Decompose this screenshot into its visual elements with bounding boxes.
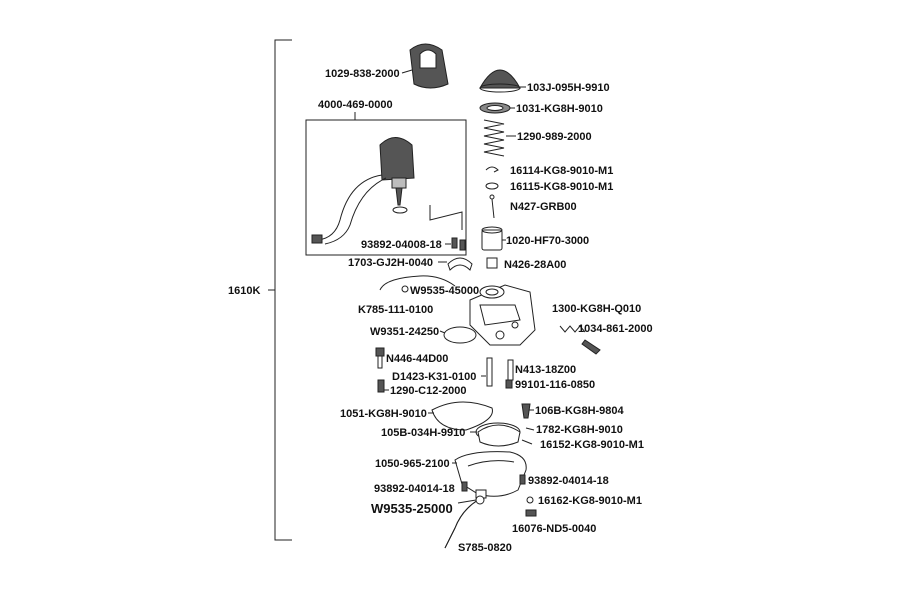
label-S785-0820: S785-0820 xyxy=(458,542,512,554)
label-N413-18Z00: N413-18Z00 xyxy=(515,364,576,376)
label-1029-838-2000: 1029-838-2000 xyxy=(325,68,400,80)
label-W9351-24250: W9351-24250 xyxy=(370,326,439,338)
label-99101-116-0850: 99101-116-0850 xyxy=(515,379,595,391)
label-1020-HF70-3000: 1020-HF70-3000 xyxy=(506,235,589,247)
slide-piston-part xyxy=(481,226,503,251)
idle-screw-part xyxy=(559,325,601,355)
label-16076-ND5-0040: 16076-ND5-0040 xyxy=(512,523,596,535)
label-K785-111-0100: K785-111-0100 xyxy=(358,304,433,316)
label-1051-KG8H-9010: 1051-KG8H-9010 xyxy=(340,408,427,420)
float-screw-part xyxy=(521,439,533,445)
label-1782-KG8H-9010: 1782-KG8H-9010 xyxy=(536,424,623,436)
bracket-clamp-part xyxy=(447,257,473,271)
assembly-label: 1610K xyxy=(228,285,260,297)
label-4000-469-0000: 4000-469-0000 xyxy=(318,99,393,111)
auto-choke-inset-box xyxy=(305,119,467,256)
auto-choke-part xyxy=(311,137,415,245)
drain-screw-part xyxy=(525,496,537,517)
intake-o-ring-part xyxy=(443,326,477,344)
spring-small-part xyxy=(377,379,385,393)
spring-part xyxy=(483,119,505,157)
label-1290-C12-2000: 1290-C12-2000 xyxy=(390,385,466,397)
label-D1423-K31-0100: D1423-K31-0100 xyxy=(392,371,476,383)
label-N426-28A00: N426-28A00 xyxy=(504,259,566,271)
pilot-jet-part xyxy=(505,379,513,389)
label-93892-04014-18-left: 93892-04014-18 xyxy=(374,483,455,495)
diaphragm-cap-part xyxy=(479,69,521,93)
label-1703-GJ2H-0040: 1703-GJ2H-0040 xyxy=(348,257,433,269)
carburetor-body-part xyxy=(469,284,536,346)
label-N427-GRB00: N427-GRB00 xyxy=(510,201,577,213)
hose-clip-part xyxy=(401,285,409,293)
vent-hose-part xyxy=(379,275,456,291)
screw-93892-04014-left-part xyxy=(461,481,468,492)
label-W9535-25000: W9535-25000 xyxy=(371,501,453,516)
label-1034-861-2000: 1034-861-2000 xyxy=(578,323,653,335)
label-106B-KG8H-9804: 106B-KG8H-9804 xyxy=(535,405,625,417)
screw-93892-04008-part xyxy=(451,237,466,251)
retainer-part xyxy=(485,182,499,190)
assembly-bracket xyxy=(268,39,292,541)
label-1300-KG8H-Q010: 1300-KG8H-Q010 xyxy=(552,303,641,315)
label-93892-04014-18-right: 93892-04014-18 xyxy=(528,475,609,487)
label-16115-KG8-9010-M1: 16115-KG8-9010-M1 xyxy=(510,181,613,193)
label-1290-989-2000: 1290-989-2000 xyxy=(517,131,592,143)
label-W9535-45000: W9535-45000 xyxy=(410,285,479,297)
float-valve-part xyxy=(521,403,531,419)
label-105B-034H-9910: 105B-034H-9910 xyxy=(381,427,465,439)
nut-part xyxy=(486,257,498,269)
label-N446-44D00: N446-44D00 xyxy=(386,353,448,365)
float-gasket-part xyxy=(431,401,493,431)
float-pin-part xyxy=(525,427,535,431)
label-1031-KG8H-9010: 1031-KG8H-9010 xyxy=(516,103,603,115)
jet-needle-part xyxy=(489,194,495,219)
label-16152-KG8-9010-M1: 16152-KG8-9010-M1 xyxy=(540,439,644,451)
label-93892-04008-18: 93892-04008-18 xyxy=(361,239,442,251)
screw-93892-04014-right-part xyxy=(519,474,526,485)
label-103J-095H-9910: 103J-095H-9910 xyxy=(527,82,610,94)
drain-hose-part xyxy=(444,495,485,549)
float-chamber-part xyxy=(454,451,527,499)
label-16114-KG8-9010-M1: 16114-KG8-9010-M1 xyxy=(510,165,613,177)
seal-ring-part xyxy=(479,102,511,114)
label-16162-KG8-9010-M1: 16162-KG8-9010-M1 xyxy=(538,495,642,507)
choke-cover-part xyxy=(409,43,449,89)
label-1050-965-2100: 1050-965-2100 xyxy=(375,458,450,470)
clip-part xyxy=(485,166,499,173)
float-part xyxy=(475,422,521,447)
main-jet-holder-part xyxy=(375,347,385,369)
